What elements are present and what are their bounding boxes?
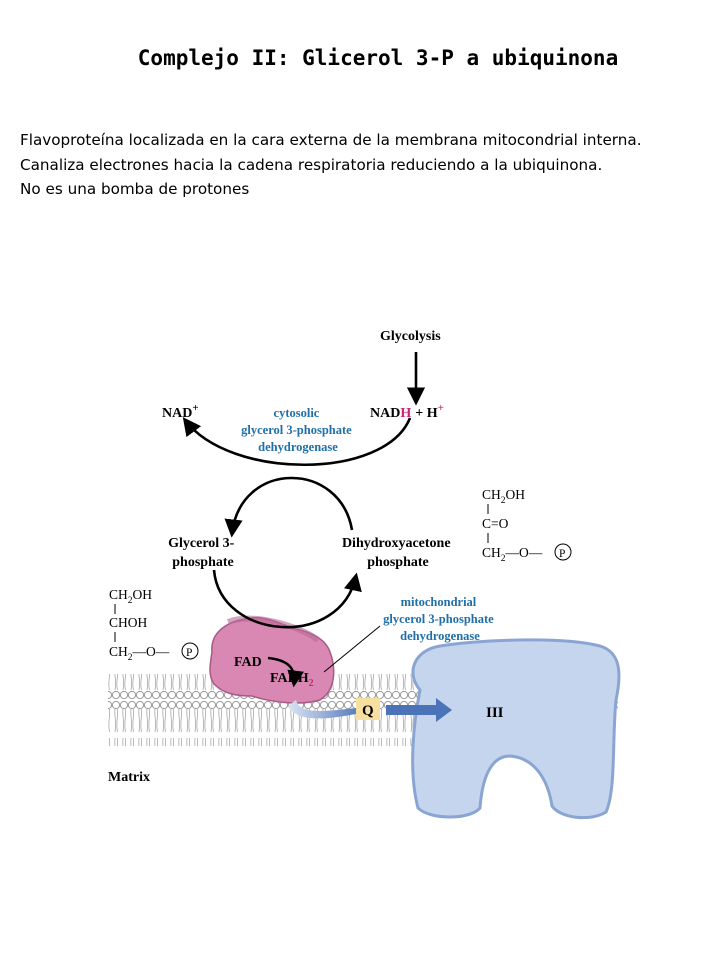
paragraph-no-pump: No es una bomba de protones: [20, 180, 250, 198]
cytosolic-enzyme-label: cytosolic glycerol 3-phosphate dehydroge…: [241, 406, 355, 454]
cycle-arrow-lower: [212, 569, 362, 629]
fad-label: FAD: [234, 655, 262, 670]
enzyme-leader-line: [323, 625, 381, 673]
ubiquinone-label: Q: [362, 703, 374, 719]
page-title: Complejo II: Glicerol 3-P a ubiquinona: [137, 46, 619, 70]
complex-iii-label: III: [486, 705, 504, 721]
glycolysis-label: Glycolysis: [380, 329, 441, 344]
g3p-structure: CH2OH CHOH CH2—O— P: [109, 587, 199, 663]
svg-text:CH2OH: CH2OH: [109, 587, 152, 606]
phosphate-icon: P: [186, 647, 192, 659]
flow-arrow-fadh2-to-q: [288, 700, 372, 720]
ubiquinone-box: [356, 698, 380, 720]
dhap-label: Dihydroxyacetone phosphate: [342, 536, 454, 570]
phosphate-icon: P: [559, 548, 565, 560]
paragraph-function: Canaliza electrones hacia la cadena resp…: [20, 155, 603, 174]
svg-text:CH2—O—: CH2—O—: [482, 545, 543, 564]
dhap-structure: CH2OH C=O CH2—O— P: [482, 487, 572, 564]
paragraph-location: Flavoproteína localizada en la cara exte…: [20, 131, 642, 149]
mito-enzyme-shape: [209, 615, 335, 704]
mito-enzyme-label: mitochondrial glycerol 3-phosphate dehyd…: [383, 595, 497, 643]
svg-text:CH2—O—: CH2—O—: [109, 644, 170, 663]
cycle-arrow-upper: [224, 476, 354, 538]
nad-plus-label: NAD+: [162, 402, 199, 421]
svg-text:CHOH: CHOH: [109, 615, 148, 630]
matrix-label: Matrix: [108, 770, 150, 785]
fad-reduction-arrow: [267, 656, 304, 688]
cytosolic-reaction-arrow: [182, 417, 412, 467]
fadh2-label: FADH2: [270, 671, 314, 689]
glycerol-3-phosphate-label: Glycerol 3- phosphate: [168, 536, 238, 570]
complex-iii-shape: [411, 638, 621, 820]
nadh-label: NADH+ H+: [370, 402, 444, 421]
svg-text:C=O: C=O: [482, 516, 509, 531]
description: Flavoproteína localizada en la cara exte…: [20, 128, 700, 202]
flow-arrow-q-to-complex-iii: [386, 698, 452, 722]
svg-text:CH2OH: CH2OH: [482, 487, 525, 506]
